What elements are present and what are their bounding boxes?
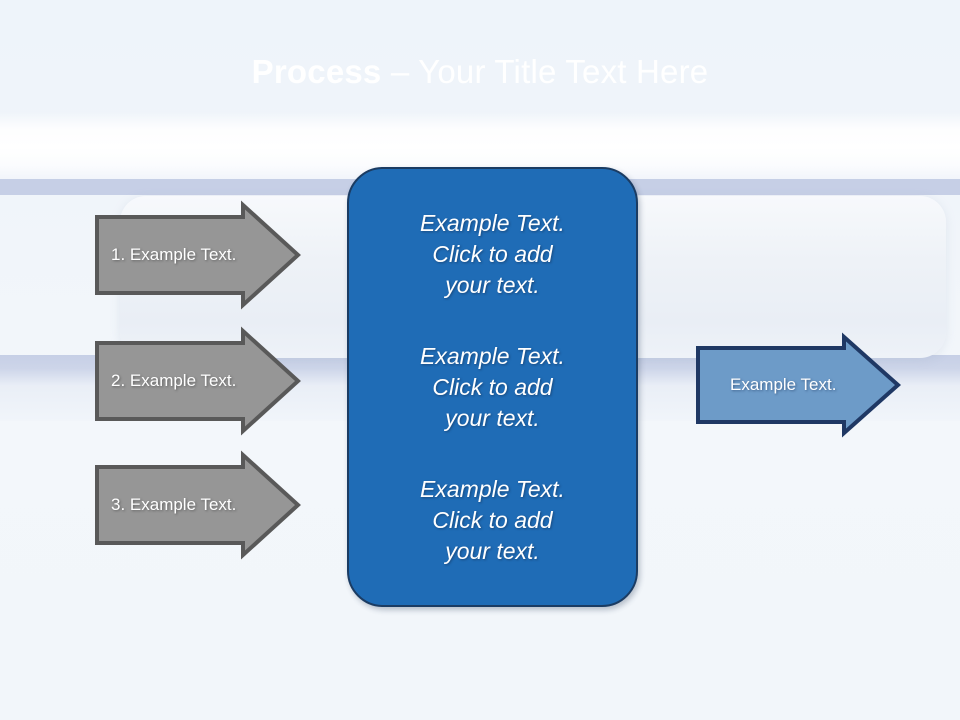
process-text-2: Example Text. Click to add your text. (420, 342, 565, 431)
process-text-1: Example Text. Click to add your text. (420, 209, 565, 298)
page-title-bold: Process (251, 53, 382, 90)
arrow-right-icon (95, 200, 301, 310)
output-arrow-label: Example Text. (730, 375, 837, 394)
process-box[interactable]: Example Text. Click to add your text. Ex… (347, 167, 638, 607)
arrow-right-icon (95, 450, 301, 560)
input-arrow-2-label: 2. Example Text. (111, 371, 237, 390)
arrow-right-icon (95, 326, 301, 436)
process-text-3: Example Text. Click to add your text. (420, 475, 565, 564)
input-arrow-3[interactable]: 3. Example Text. (95, 450, 301, 560)
input-arrow-3-label: 3. Example Text. (111, 495, 237, 514)
page-title-rest: – Your Title Text Here (381, 53, 709, 90)
input-arrow-1[interactable]: 1. Example Text. (95, 200, 301, 310)
arrow-right-icon (696, 332, 902, 438)
page-title: Process – Your Title Text Here (0, 52, 960, 92)
output-arrow[interactable]: Example Text. (696, 332, 902, 438)
input-arrow-2[interactable]: 2. Example Text. (95, 326, 301, 436)
input-arrow-1-label: 1. Example Text. (111, 245, 237, 264)
